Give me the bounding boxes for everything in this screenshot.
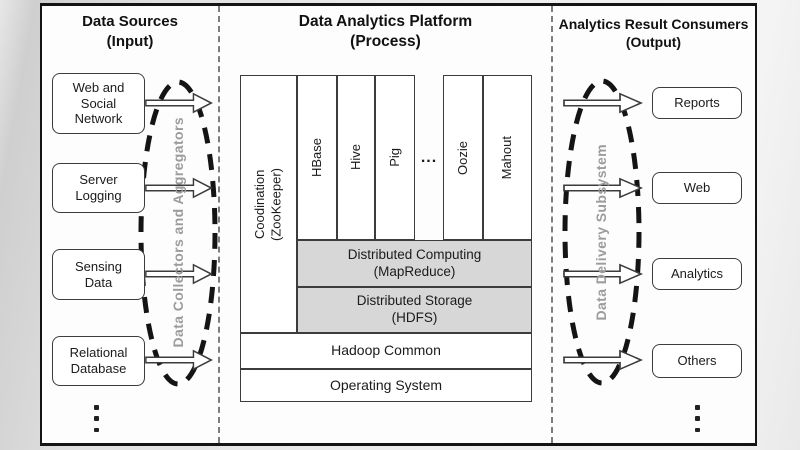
- flow-arrow-icon: [563, 177, 643, 199]
- delivery-dashed-ellipse: [562, 78, 642, 386]
- delivery-label: Data Delivery Subsystem: [588, 82, 614, 382]
- tool-label: Pig: [386, 148, 402, 167]
- tool-column-pig: Pig: [375, 75, 415, 240]
- collectors-label: Data Collectors and Aggregators: [165, 82, 191, 382]
- source-node-relational-db: Relational Database: [52, 336, 145, 386]
- source-node-web-social: Web and Social Network: [52, 73, 145, 134]
- node-label: Reports: [674, 95, 720, 111]
- more-sources-ellipsis: [94, 405, 99, 432]
- flow-arrow-icon: [563, 92, 643, 114]
- coordination-label: Coodination (ZooKeeper): [252, 167, 284, 241]
- collectors-dashed-ellipse: [138, 79, 218, 387]
- source-node-sensing-data: Sensing Data: [52, 249, 145, 300]
- node-label: Analytics: [670, 266, 724, 282]
- flow-arrow-icon: [145, 177, 213, 199]
- tool-label: HBase: [308, 137, 324, 178]
- more-consumers-ellipsis: [695, 405, 700, 432]
- section-title-sources: Data Sources (Input): [82, 13, 178, 50]
- node-label: Server Logging: [75, 172, 122, 203]
- flow-arrow-icon: [563, 263, 643, 285]
- tool-column-hive: Hive: [337, 75, 375, 240]
- tool-label: Hive: [347, 144, 363, 171]
- node-label: Relational Database: [69, 345, 128, 376]
- consumer-node-analytics: Analytics: [652, 258, 742, 290]
- section-divider-right: [551, 6, 553, 443]
- tool-column-mahout: Mahout: [483, 75, 532, 240]
- flow-arrow-icon: [145, 349, 213, 371]
- section-divider-left: [218, 6, 220, 443]
- more-tools-label: ...: [420, 148, 438, 166]
- node-label: Web: [683, 180, 711, 196]
- node-label: Sensing Data: [75, 258, 122, 290]
- layer-hadoop-common: Hadoop Common: [240, 333, 532, 369]
- source-node-server-logging: Server Logging: [52, 163, 145, 213]
- node-label: Web and Social Network: [72, 79, 125, 127]
- consumer-node-web: Web: [652, 172, 742, 204]
- tool-column-hbase: HBase: [297, 75, 337, 240]
- consumer-node-reports: Reports: [652, 87, 742, 119]
- tool-label: Oozie: [454, 140, 470, 175]
- coordination-column: Coodination (ZooKeeper): [240, 75, 297, 333]
- flow-arrow-icon: [563, 349, 643, 371]
- delivery-label-text: Data Delivery Subsystem: [593, 143, 609, 321]
- tool-column-oozie: Oozie: [443, 75, 483, 240]
- section-title-consumers: Analytics Result Consumers (Output): [558, 16, 749, 51]
- layer-hdfs: Distributed Storage (HDFS): [297, 287, 532, 333]
- section-title-platform: Data Analytics Platform (Process): [298, 13, 473, 51]
- node-label: Others: [677, 353, 717, 369]
- tool-label: Mahout: [499, 135, 515, 180]
- collectors-label-text: Data Collectors and Aggregators: [170, 116, 186, 348]
- flow-arrow-icon: [145, 263, 213, 285]
- consumer-node-others: Others: [652, 344, 742, 378]
- flow-arrow-icon: [145, 92, 213, 114]
- layer-mapreduce: Distributed Computing (MapReduce): [297, 240, 532, 287]
- layer-operating-system: Operating System: [240, 369, 532, 402]
